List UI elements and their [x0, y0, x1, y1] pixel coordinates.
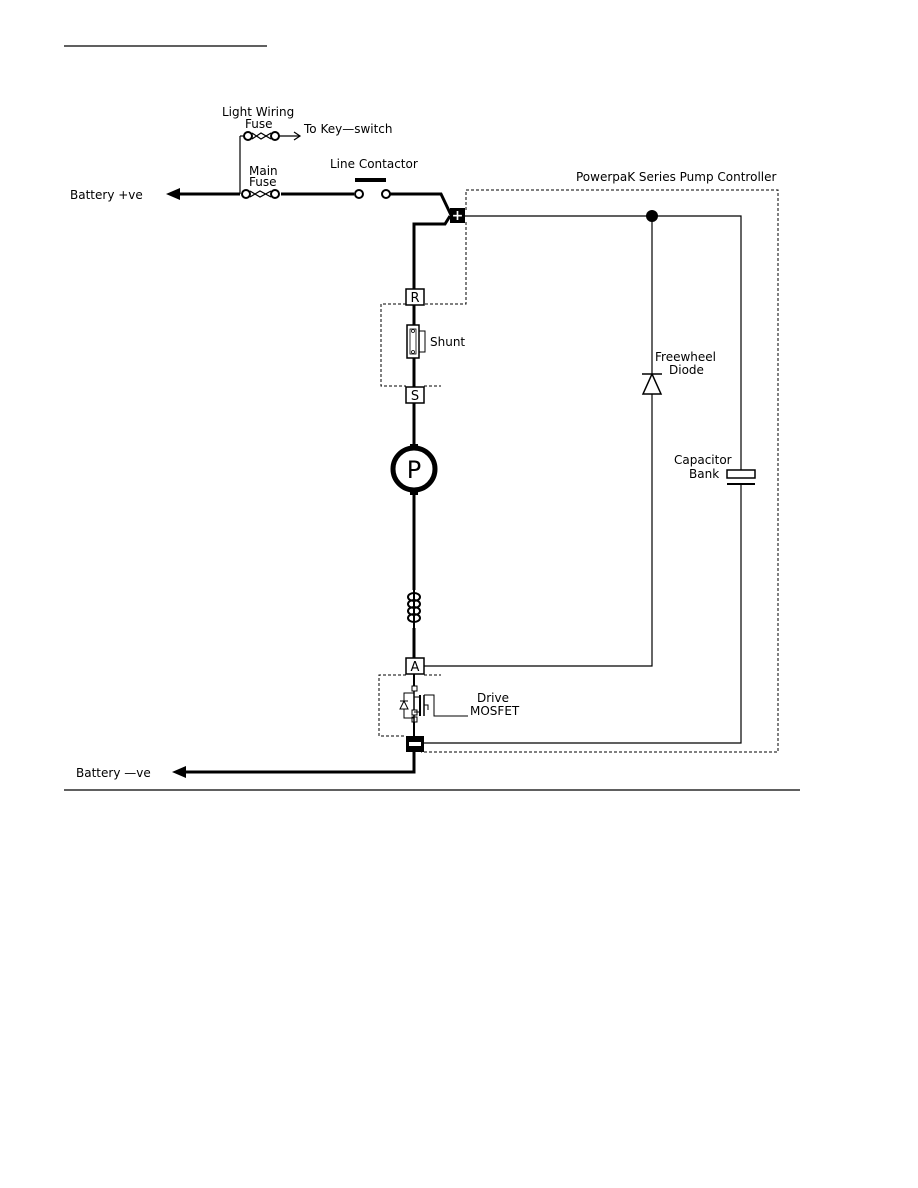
minus-terminal-symbol — [409, 742, 421, 746]
battery-positive-label: Battery +ve — [70, 188, 143, 202]
light-wiring-fuse-label: Fuse — [245, 117, 273, 131]
light-wiring-branch — [239, 131, 302, 194]
a-terminal-label: A — [411, 660, 420, 675]
s-terminal-label: S — [411, 389, 419, 404]
pump-label: P — [407, 456, 421, 484]
plus-terminal — [450, 208, 465, 223]
r-terminal-label: R — [410, 291, 419, 306]
main-fuse-label: Main — [249, 164, 278, 178]
controller-boundary-notch — [424, 222, 467, 305]
plus-terminal-label: + — [452, 208, 464, 224]
shunt-label: Shunt — [430, 335, 465, 349]
arrow-left-icon — [172, 766, 186, 778]
shunt-boundary — [380, 303, 406, 387]
fuse-icon — [241, 189, 280, 199]
pump-motor-icon — [390, 444, 438, 495]
arrow-left-icon — [166, 188, 180, 200]
battery-positive-line — [166, 188, 354, 200]
mosfet-icon — [399, 685, 468, 736]
to-keyswitch-label: To Key—switch — [303, 122, 393, 136]
freewheel-diode-label: Freewheel — [655, 350, 716, 364]
contactor-icon — [354, 178, 391, 199]
controller-title: PowerpaK Series Pump Controller — [576, 170, 776, 184]
drive-mosfet-label-2: MOSFET — [470, 704, 520, 718]
capacitor-bank-label-2: Bank — [689, 467, 719, 481]
battery-negative-line — [172, 752, 416, 778]
field-coil-icon — [407, 590, 421, 628]
freewheel-diode-label-2: Diode — [669, 363, 704, 377]
diode-icon — [641, 372, 663, 395]
main-fuse-fuse-label: Fuse — [249, 175, 277, 189]
mosfet-boundary — [378, 674, 406, 737]
arrow-right-icon — [293, 131, 302, 141]
light-wiring-label: Light Wiring — [222, 105, 294, 119]
capacitor-bank-label: Capacitor — [674, 453, 732, 467]
battery-negative-label: Battery —ve — [76, 766, 151, 780]
controller-boundary — [421, 189, 779, 753]
capacitor-icon — [726, 469, 756, 485]
drive-mosfet-label: Drive — [477, 691, 509, 705]
shunt-icon — [406, 324, 426, 359]
line-contactor-label: Line Contactor — [330, 157, 418, 171]
